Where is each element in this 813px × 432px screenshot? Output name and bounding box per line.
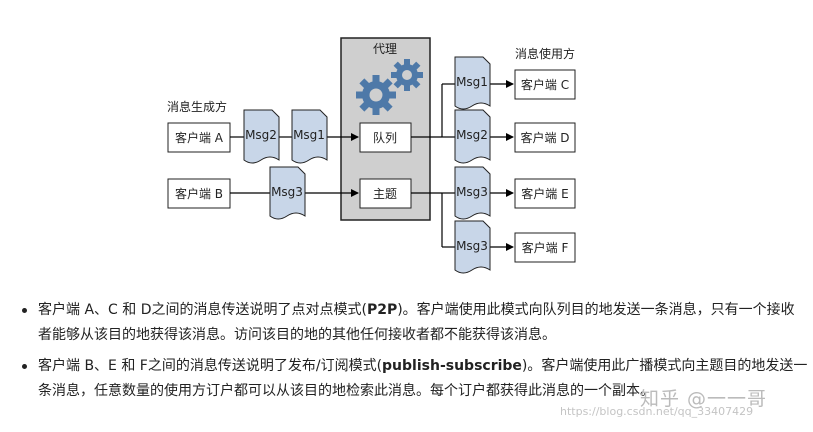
msg-label: Msg3	[271, 185, 303, 199]
bullet-bold: publish-subscribe	[382, 358, 522, 374]
bullet-dot	[22, 308, 27, 313]
bullet-dot	[22, 364, 27, 369]
bullet-text: )。客户端使用此广播模式向主题目的地发送一条消息，任意数量的使用方订户都可以从该…	[38, 358, 808, 399]
description-list: 客户端 A、C 和 D之间的消息传送说明了点对点模式(P2P)。客户端使用此模式…	[18, 298, 808, 410]
msg-label: Msg1	[293, 128, 325, 142]
list-item: 客户端 B、E 和 F之间的消息传送说明了发布/订阅模式(publish-sub…	[18, 354, 808, 404]
gears-icon	[356, 59, 423, 115]
list-item: 客户端 A、C 和 D之间的消息传送说明了点对点模式(P2P)。客户端使用此模式…	[18, 298, 808, 348]
watermark-brand: 知乎 @一一哥	[640, 388, 768, 410]
msg-label: Msg2	[456, 128, 488, 142]
message-doc	[291, 109, 328, 164]
message-doc	[454, 166, 491, 220]
bullet-bold: P2P	[366, 302, 398, 318]
queue-box	[359, 122, 412, 153]
bullet-text: 客户端 A、C 和 D之间的消息传送说明了点对点模式(	[38, 302, 367, 318]
producer-a-label: 客户端 A	[175, 130, 224, 145]
producer-a-box	[167, 122, 231, 153]
consumer-d-label: 客户端 D	[520, 130, 569, 145]
consumer-f-label: 客户端 F	[522, 240, 569, 255]
consumers-title: 消息使用方	[515, 46, 575, 61]
consumer-e-label: 客户端 E	[521, 186, 568, 201]
watermark-url: https://blog.csdn.net/qq_33407429	[560, 405, 754, 418]
broker-title: 代理	[373, 42, 397, 56]
bullet-text: )。客户端使用此模式向队列目的地发送一条消息，只有一个接收者能够从该目的地获得该…	[38, 302, 795, 343]
msg-label: Msg2	[245, 128, 277, 142]
msg-label: Msg3	[456, 185, 488, 199]
consumer-e-box	[514, 178, 576, 209]
consumer-f-box	[514, 232, 576, 263]
bullet-text: 客户端 B、E 和 F之间的消息传送说明了发布/订阅模式(	[38, 358, 383, 374]
consumer-c-label: 客户端 C	[521, 77, 569, 92]
msg-label: Msg1	[456, 75, 488, 89]
topic-box	[359, 178, 412, 209]
producers-title: 消息生成方	[167, 99, 227, 114]
consumer-d-box	[514, 122, 576, 153]
msg-label: Msg3	[456, 239, 488, 253]
message-doc	[269, 166, 306, 220]
message-doc	[454, 220, 491, 274]
queue-label: 队列	[373, 130, 397, 145]
topic-label: 主题	[373, 187, 397, 201]
producer-b-box	[167, 178, 231, 209]
message-doc	[243, 109, 280, 164]
producer-b-label: 客户端 B	[175, 186, 223, 201]
messaging-diagram: 代理 队列 主题 消息生成方 客户	[167, 37, 576, 274]
consumer-c-box	[514, 69, 576, 100]
message-doc	[454, 109, 491, 164]
message-doc	[454, 56, 491, 110]
